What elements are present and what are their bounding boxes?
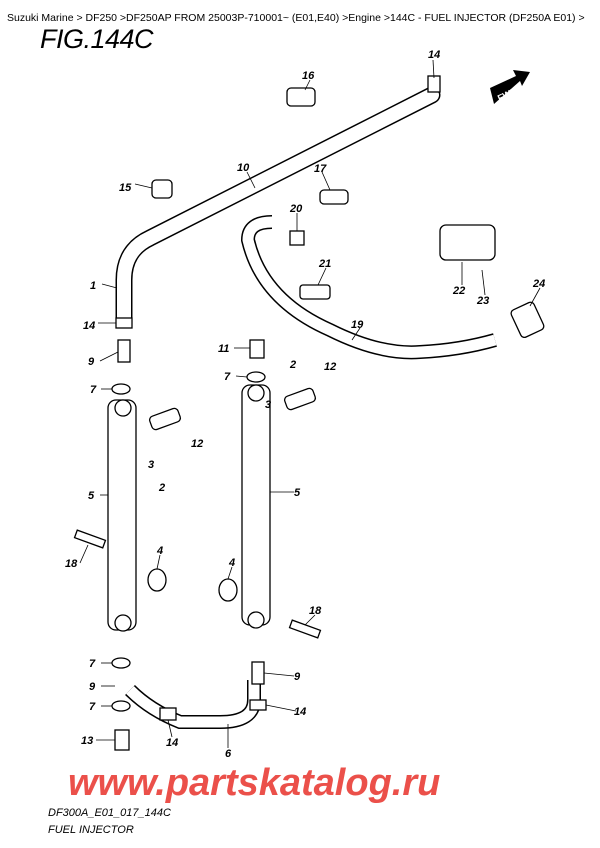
breadcrumb[interactable]: Suzuki Marine > DF250 >DF250AP FROM 2500… — [7, 12, 585, 24]
callout-18: 18 — [65, 558, 78, 570]
callout-13: 13 — [81, 735, 93, 747]
callout-4b: 4 — [228, 557, 235, 569]
figure-code: DF300A_E01_017_144C — [48, 807, 171, 819]
callout-7d: 7 — [89, 701, 96, 713]
fuel-hose-19 — [240, 215, 497, 360]
figure-title: FIG.144C — [40, 24, 154, 54]
callout-14: 14 — [428, 49, 440, 61]
callout-7b: 7 — [90, 384, 97, 396]
callout-3: 3 — [265, 399, 271, 411]
callout-5: 5 — [88, 490, 95, 502]
fuel-hose-6 — [125, 680, 261, 729]
small-parts — [73, 75, 545, 751]
callout-22: 22 — [452, 285, 465, 297]
callout-11: 11 — [218, 343, 229, 355]
callout-24: 24 — [532, 278, 545, 290]
callout-14c: 14 — [294, 706, 306, 718]
callout-23: 23 — [476, 295, 489, 307]
callout-1: 1 — [90, 280, 96, 292]
callout-21: 21 — [318, 258, 331, 270]
callout-9b: 9 — [294, 671, 301, 683]
callout-4: 4 — [156, 545, 163, 557]
figure-caption: FUEL INJECTOR — [48, 824, 134, 836]
callout-16: 16 — [302, 70, 315, 82]
callout-7c: 7 — [89, 658, 96, 670]
callout-7: 7 — [224, 371, 231, 383]
callout-labels: 14 16 10 15 17 20 1 21 22 23 24 19 14 11… — [65, 49, 545, 760]
callout-9c: 9 — [89, 681, 96, 693]
callout-17: 17 — [314, 163, 327, 175]
fwd-arrow-icon: FWD — [490, 70, 530, 104]
callout-9: 9 — [88, 356, 95, 368]
watermark: www.partskatalog.ru — [68, 762, 440, 804]
callout-6: 6 — [225, 748, 232, 760]
callout-2b: 2 — [158, 482, 165, 494]
callout-19: 19 — [351, 319, 364, 331]
callout-2: 2 — [289, 359, 296, 371]
fuel-hose-10 — [115, 86, 441, 329]
callout-5b: 5 — [294, 487, 301, 499]
fuel-delivery-pipe-right — [241, 384, 271, 629]
callout-14d: 14 — [166, 737, 178, 749]
injector-right — [283, 387, 317, 411]
callout-15: 15 — [119, 182, 132, 194]
leader-lines — [79, 59, 541, 748]
callout-12b: 12 — [191, 438, 203, 450]
callout-3b: 3 — [148, 459, 154, 471]
fuel-delivery-pipe-left — [107, 399, 137, 632]
callout-18b: 18 — [309, 605, 322, 617]
callout-10: 10 — [237, 162, 250, 174]
injector-left — [148, 407, 182, 431]
callout-20: 20 — [289, 203, 303, 215]
callout-12: 12 — [324, 361, 336, 373]
callout-14b: 14 — [83, 320, 95, 332]
